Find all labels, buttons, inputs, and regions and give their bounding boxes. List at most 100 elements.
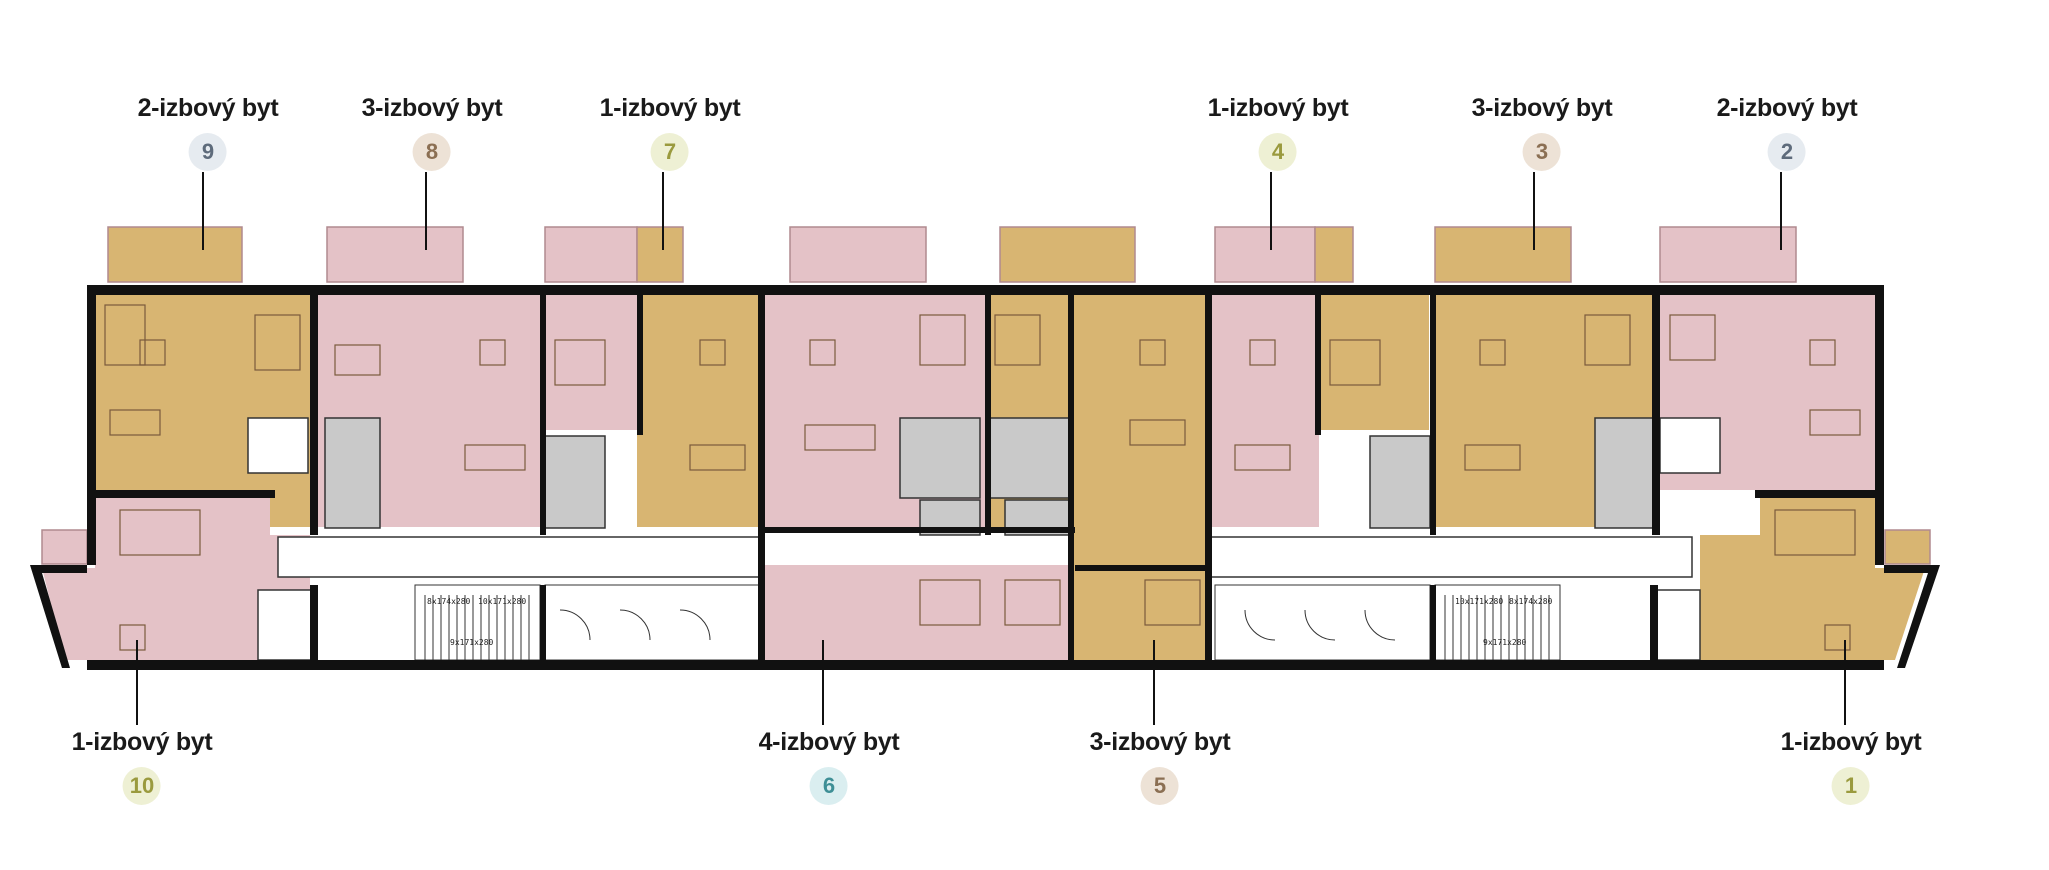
wall bbox=[1315, 295, 1321, 435]
wall bbox=[310, 585, 318, 665]
bed bbox=[1584, 314, 1631, 366]
apartment-number-badge[interactable]: 9 bbox=[189, 133, 227, 171]
apartment-title[interactable]: 3-izbový byt bbox=[1471, 94, 1613, 122]
balcony-apt-2[interactable] bbox=[1659, 226, 1797, 283]
apartment-label-4[interactable]: 1-izbový byt 4 bbox=[1208, 94, 1349, 171]
stairwell-right bbox=[1434, 584, 1561, 661]
table bbox=[479, 339, 506, 366]
apartment-number-badge[interactable]: 6 bbox=[810, 767, 848, 805]
apartment-label-9[interactable]: 2-izbový byt 9 bbox=[138, 94, 279, 171]
sofa bbox=[104, 304, 146, 366]
wall-east-angled bbox=[1884, 565, 1940, 668]
balcony-apt-1[interactable] bbox=[1884, 529, 1931, 565]
furniture bbox=[104, 304, 1861, 651]
balcony-apt-9[interactable] bbox=[107, 226, 243, 283]
apartment-number-badge[interactable]: 4 bbox=[1259, 133, 1297, 171]
balcony-apt-7b[interactable] bbox=[636, 226, 684, 283]
door-swing bbox=[679, 609, 711, 641]
wall bbox=[1430, 585, 1436, 665]
apartment-label-7[interactable]: 1-izbový byt 7 bbox=[600, 94, 741, 171]
bathroom bbox=[324, 417, 381, 529]
dining-table bbox=[1129, 419, 1186, 446]
corridor-left bbox=[277, 536, 761, 578]
table bbox=[1249, 339, 1276, 366]
apartment-title[interactable]: 3-izbový byt bbox=[361, 94, 503, 122]
apartment-title[interactable]: 1-izbový byt bbox=[1780, 728, 1922, 756]
dining-table bbox=[1234, 444, 1291, 471]
lobby-right bbox=[1214, 584, 1431, 661]
wall-north bbox=[87, 285, 1884, 295]
stair-steps-left bbox=[424, 595, 530, 660]
balcony-apt-10[interactable] bbox=[41, 529, 88, 565]
balcony-apt-6[interactable] bbox=[789, 226, 927, 283]
apartment-title[interactable]: 3-izbový byt bbox=[1089, 728, 1231, 756]
apartment-number-badge[interactable]: 2 bbox=[1768, 133, 1806, 171]
balcony-apt-3[interactable] bbox=[1434, 226, 1572, 283]
wall bbox=[540, 295, 546, 535]
apartment-4-bed[interactable] bbox=[1319, 295, 1429, 430]
apartment-title[interactable]: 2-izbový byt bbox=[137, 94, 279, 122]
table bbox=[1139, 339, 1166, 366]
balcony-apt-5[interactable] bbox=[999, 226, 1136, 283]
apartment-title[interactable]: 2-izbový byt bbox=[1716, 94, 1858, 122]
apartment-7-bed[interactable] bbox=[545, 295, 637, 430]
apartment-number-badge[interactable]: 10 bbox=[123, 767, 161, 805]
apartment-9-area[interactable] bbox=[95, 295, 310, 527]
table bbox=[139, 339, 166, 366]
apartment-label-5[interactable]: 3-izbový byt 5 bbox=[1090, 728, 1231, 805]
apartment-number-badge[interactable]: 7 bbox=[651, 133, 689, 171]
wall bbox=[1755, 490, 1880, 498]
apartment-10-area[interactable] bbox=[42, 495, 310, 660]
apartment-1-area[interactable] bbox=[1700, 495, 1925, 660]
apartment-title[interactable]: 1-izbový byt bbox=[599, 94, 741, 122]
apartment-label-8[interactable]: 3-izbový byt 8 bbox=[362, 94, 503, 171]
lobby-left bbox=[544, 584, 761, 661]
apartment-label-6[interactable]: 4-izbový byt 6 bbox=[759, 728, 900, 805]
apartment-number-badge[interactable]: 5 bbox=[1141, 767, 1179, 805]
dining-table bbox=[1464, 444, 1521, 471]
stair-dimension-label: 8x174x280 bbox=[1509, 597, 1553, 606]
wall bbox=[1430, 295, 1436, 535]
table bbox=[699, 339, 726, 366]
apartment-label-10[interactable]: 1-izbový byt 10 bbox=[72, 728, 213, 805]
apartment-label-3[interactable]: 3-izbový byt 3 bbox=[1472, 94, 1613, 171]
apartment-5-main[interactable] bbox=[1070, 295, 1205, 565]
bed bbox=[334, 344, 381, 376]
apartment-number-badge[interactable]: 1 bbox=[1832, 767, 1870, 805]
apartment-7-area[interactable] bbox=[637, 295, 759, 527]
sofa bbox=[1774, 509, 1856, 556]
apartment-5-lower[interactable] bbox=[1070, 565, 1205, 660]
apartment-number-badge[interactable]: 8 bbox=[413, 133, 451, 171]
table bbox=[809, 339, 836, 366]
wall-west-angled bbox=[30, 565, 87, 668]
bathroom bbox=[544, 435, 606, 529]
apartment-title[interactable]: 4-izbový byt bbox=[758, 728, 900, 756]
corridor-right bbox=[1209, 536, 1693, 578]
apartment-title[interactable]: 1-izbový byt bbox=[1207, 94, 1349, 122]
bathroom bbox=[899, 417, 981, 499]
stair-dimension-label: 8x174x280 bbox=[427, 597, 471, 606]
balcony-apt-4a[interactable] bbox=[1214, 226, 1316, 283]
corridors bbox=[277, 536, 1693, 578]
wall bbox=[760, 527, 1075, 533]
bed bbox=[1669, 314, 1716, 361]
wall bbox=[1652, 295, 1660, 535]
wall bbox=[985, 295, 991, 535]
wall-south bbox=[87, 660, 1884, 670]
apartment-number-badge[interactable]: 3 bbox=[1523, 133, 1561, 171]
apartment-title[interactable]: 1-izbový byt bbox=[71, 728, 213, 756]
balcony-apt-7a[interactable] bbox=[544, 226, 638, 283]
bed bbox=[1329, 339, 1381, 386]
bathroom bbox=[1659, 417, 1721, 474]
apartment-label-2[interactable]: 2-izbový byt 2 bbox=[1717, 94, 1858, 171]
stair-dimension-label: 10x171x280 bbox=[478, 597, 527, 606]
apartment-4-area[interactable] bbox=[1212, 295, 1319, 527]
bed bbox=[1144, 579, 1201, 626]
apartment-label-1[interactable]: 1-izbový byt 1 bbox=[1781, 728, 1922, 805]
leader-lines bbox=[136, 172, 1846, 725]
apartment-6-lower[interactable] bbox=[765, 565, 1070, 660]
walls bbox=[87, 285, 1884, 670]
balcony-apt-8[interactable] bbox=[326, 226, 464, 283]
balcony-apt-4b[interactable] bbox=[1314, 226, 1354, 283]
